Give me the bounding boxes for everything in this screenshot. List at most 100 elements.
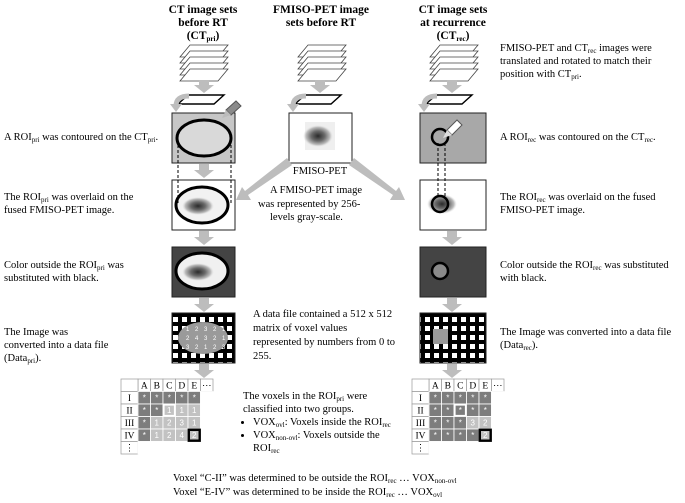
panel-data-rec <box>419 312 487 364</box>
caption-overlay-rec: The ROIrec was overlaid on the fused FMI… <box>500 192 656 216</box>
panel-black-rec <box>419 246 487 298</box>
table-cell <box>200 441 214 455</box>
caption-roi-pri-contour: A ROIpri was contoured on the CTpri. <box>4 132 159 144</box>
cell-value: * <box>446 394 449 403</box>
row-header-label: II <box>126 407 132 417</box>
image-stacks <box>176 44 479 105</box>
row-header-label: ⋮ <box>416 444 426 454</box>
caption-color-pri: Color outside the ROIpri was substituted… <box>4 260 124 284</box>
panel-ct-pri <box>171 112 236 164</box>
cell-value: * <box>471 431 474 440</box>
table-cell <box>175 441 189 455</box>
header-ct-rec: CT image sets at recurrence (CTrec) <box>418 4 488 43</box>
cell-value: 2 <box>483 431 488 440</box>
col-header-label: ⋯ <box>202 382 212 392</box>
col-header-label: C <box>457 382 463 392</box>
cell-value: * <box>434 431 437 440</box>
table-cell <box>150 441 164 455</box>
panel-ct-rec <box>419 112 487 164</box>
cell-value: 1 <box>180 406 185 415</box>
cell-value: * <box>180 394 183 403</box>
cell-value: 1 <box>155 431 160 440</box>
cell-value: * <box>434 394 437 403</box>
voxel-digit: 3 <box>186 345 190 351</box>
voxel-digit: 3 <box>222 345 226 351</box>
flow-arrows <box>194 80 462 378</box>
caption-datafile-desc: A data file contained a 512 x 512 matrix… <box>253 309 396 362</box>
cell-value: 1 <box>167 406 172 415</box>
col-header-label: A <box>432 382 439 392</box>
cell-value: * <box>143 394 146 403</box>
row-header-label: III <box>416 419 426 429</box>
image-slice <box>297 68 347 82</box>
cell-value: * <box>471 394 474 403</box>
table-cell <box>491 416 505 430</box>
cell-value: * <box>168 394 171 403</box>
caption-convert-rec: The Image was converted into a data file… <box>500 327 672 352</box>
col-header-label: C <box>166 382 172 392</box>
voxel-digit: 1 <box>186 327 190 333</box>
bullet-vox-ovl: VOXovl: Voxels inside the ROIrec <box>253 416 408 429</box>
caption-bottom-1: Voxel “C-II” was determined to be outsid… <box>173 473 457 485</box>
cell-value: * <box>484 394 487 403</box>
cell-value: * <box>446 431 449 440</box>
caption-classify: The voxels in the ROIpri were classified… <box>243 390 408 455</box>
row-header-label: II <box>417 407 423 417</box>
table-cell <box>441 441 455 455</box>
registered-slice <box>424 94 474 105</box>
image-slice <box>429 68 479 82</box>
voxel-digit: 3 <box>204 336 208 342</box>
voxel-digit: 4 <box>195 336 199 342</box>
highlight-cell <box>163 403 176 417</box>
cell-value: 2 <box>483 419 488 428</box>
col-header-label: D <box>469 382 476 392</box>
cell-value: 3 <box>180 419 185 428</box>
table-cell <box>491 428 505 442</box>
row-header-label: ⋮ <box>125 444 135 454</box>
header-fmiso: FMISO-PET image sets before RT <box>273 4 369 29</box>
col-header-label: E <box>482 382 488 392</box>
voxel-digit: 2 <box>213 345 217 351</box>
pencil-icon-rec <box>443 119 463 138</box>
voxel-digit: 2 <box>213 336 217 342</box>
panel-overlay-pri <box>171 179 236 231</box>
cell-value: * <box>434 419 437 428</box>
col-header-label: B <box>445 382 451 392</box>
cell-value: * <box>459 419 462 428</box>
row-header-label: III <box>125 419 135 429</box>
col-header-label: B <box>154 382 160 392</box>
caption-fmiso-desc: A FMISO-PET image was represented by 256… <box>258 185 362 223</box>
table-cell <box>491 403 505 417</box>
cell-value: * <box>143 419 146 428</box>
voxel-digit: 3 <box>204 327 208 333</box>
panel-fmiso <box>288 112 353 164</box>
table-cell <box>200 428 214 442</box>
col-header-label: A <box>141 382 148 392</box>
registered-slice <box>176 94 226 105</box>
cell-value: 4 <box>180 431 185 440</box>
caption-fmiso-label: FMISO-PET <box>292 166 348 177</box>
image-slice <box>179 68 229 82</box>
table-cell <box>478 441 492 455</box>
col-header-label: D <box>178 382 185 392</box>
caption-color-rec: Color outside the ROIrec was substituted… <box>500 260 669 284</box>
cell-value: 1 <box>155 419 160 428</box>
voxel-digit: 2 <box>195 345 199 351</box>
highlight-cell <box>478 428 492 442</box>
panel-black-pri <box>171 246 236 298</box>
cell-value: 3 <box>471 419 476 428</box>
caption-overlay-pri: The ROIpri was overlaid on the fused FMI… <box>4 192 134 216</box>
voxel-digit: 1 <box>222 327 226 333</box>
row-header-label: I <box>128 394 131 404</box>
cell-value: 2 <box>167 419 172 428</box>
cell-value: * <box>155 406 158 415</box>
caption-bottom-2: Voxel “E-IV” was determined to be inside… <box>173 487 443 499</box>
table-cell <box>466 441 480 455</box>
cell-value: * <box>434 406 437 415</box>
cell-value: * <box>143 406 146 415</box>
cell-value: * <box>155 394 158 403</box>
table-cell <box>453 441 467 455</box>
